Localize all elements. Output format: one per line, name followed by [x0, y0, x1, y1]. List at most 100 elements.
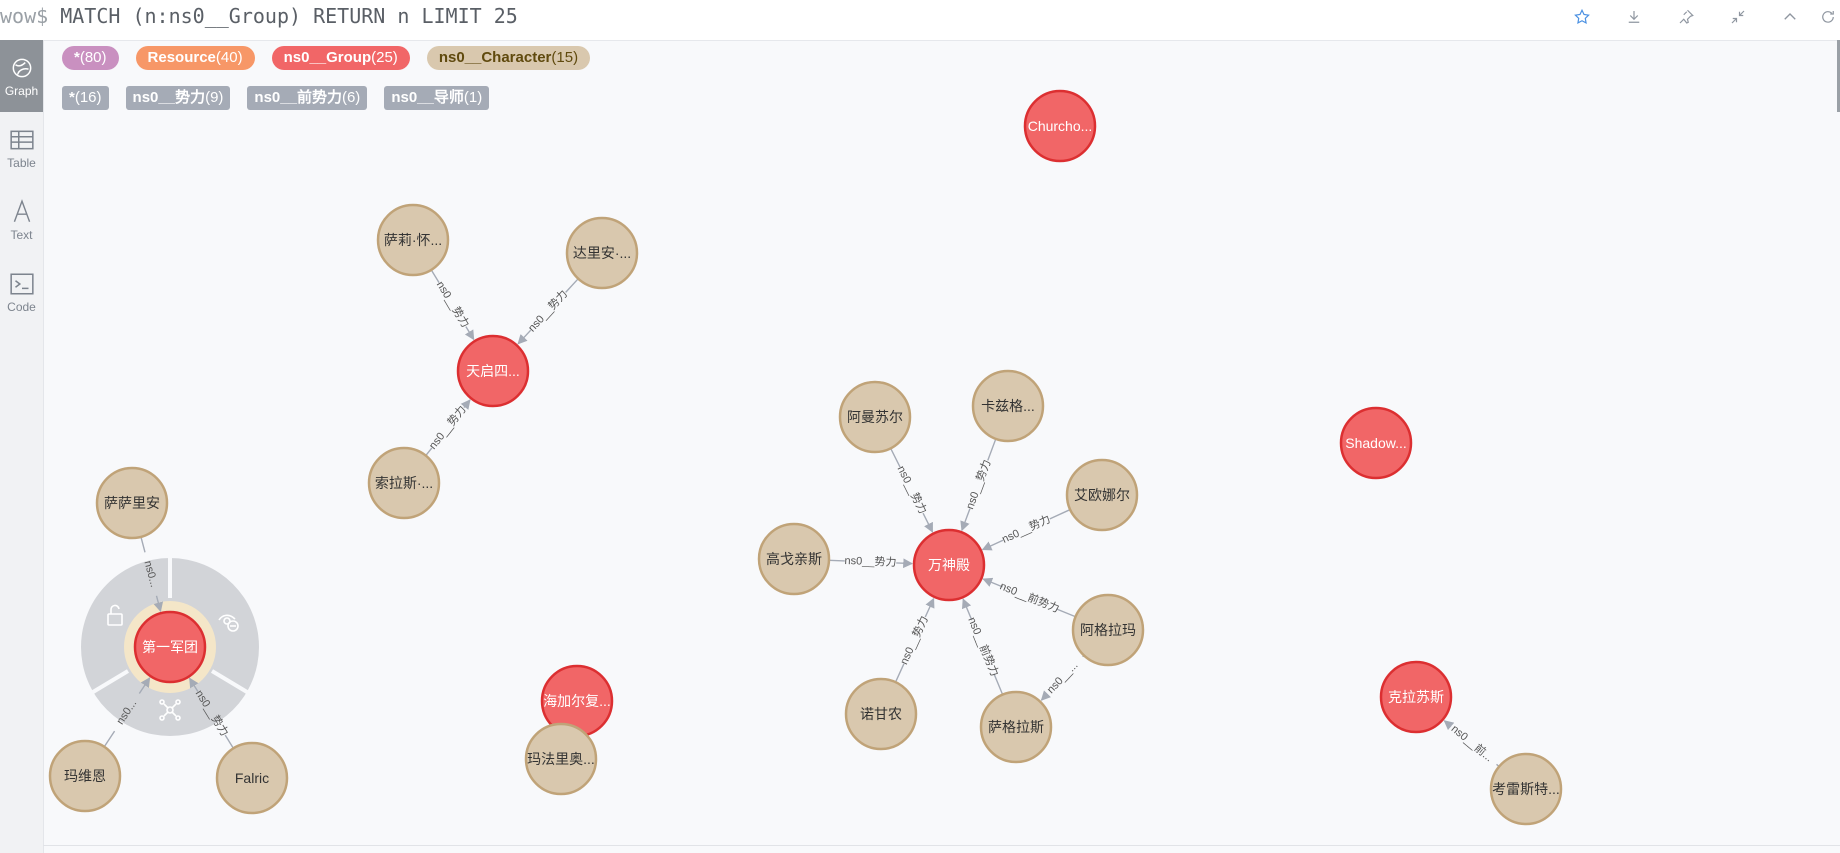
node-amansuer[interactable]: 阿曼苏尔: [838, 380, 912, 454]
node-mafaliao[interactable]: 玛法里奥...: [524, 722, 598, 796]
relationship-line: [828, 559, 845, 562]
relationship-0[interactable]: ns0__势力: [430, 269, 475, 341]
scrollbar[interactable]: [1837, 40, 1840, 112]
relationship-10[interactable]: ns0__...: [1040, 654, 1085, 701]
relationship-line: [1056, 608, 1076, 618]
legend-label-character[interactable]: ns0__Character(15): [426, 46, 591, 70]
relationship-14[interactable]: ns0__势力: [189, 677, 235, 749]
node-churcho[interactable]: Churcho...: [1023, 89, 1097, 163]
unlock-icon[interactable]: [107, 604, 123, 626]
minimize-button[interactable]: [1764, 0, 1816, 34]
expand-icon[interactable]: [159, 699, 181, 721]
node-aionaer[interactable]: 艾欧娜尔: [1065, 458, 1139, 532]
relationship-4[interactable]: ns0__势力: [960, 438, 997, 532]
relationship-5[interactable]: ns0__势力: [981, 508, 1071, 551]
text-view-tab[interactable]: Text: [0, 184, 43, 256]
character-node-circle: [524, 722, 598, 796]
query-text[interactable]: MATCH (n:ns0__Group) RETURN n LIMIT 25: [48, 4, 518, 28]
node-kaoleisite[interactable]: 考雷斯特...: [1489, 752, 1563, 826]
legend-label-group[interactable]: ns0__Group(25): [271, 46, 410, 70]
node-solas[interactable]: 索拉斯·...: [367, 446, 441, 520]
node-sally[interactable]: 萨莉·怀...: [376, 203, 450, 277]
legend-rel-all[interactable]: *(16): [62, 86, 109, 110]
node-caption: 海加尔复...: [543, 693, 611, 709]
node-caption: 艾欧娜尔: [1074, 487, 1130, 503]
group-node-circle: [133, 610, 207, 684]
node-wanshendian[interactable]: 万神殿: [912, 528, 986, 602]
node-sasalian[interactable]: 萨萨里安: [95, 466, 169, 540]
node-caption: 万神殿: [928, 557, 970, 573]
relationship-label: ns0__势力: [963, 458, 993, 511]
relationship-label: ns0__势力: [895, 464, 930, 516]
relationship-legend: *(16) ns0__势力(9) ns0__前势力(6) ns0__导师(1): [62, 86, 506, 110]
relationship-12[interactable]: ns0...: [140, 536, 164, 613]
query-editor[interactable]: wow$ MATCH (n:ns0__Group) RETURN n LIMIT…: [0, 4, 518, 28]
legend-rel-faction[interactable]: ns0__势力(9): [125, 86, 231, 110]
chevron-up-icon: [1784, 13, 1796, 20]
node-kazige[interactable]: 卡兹格...: [971, 369, 1045, 443]
table-view-tab[interactable]: Table: [0, 112, 43, 184]
node-maweien[interactable]: 玛维恩: [48, 739, 122, 813]
legend-label-resource[interactable]: Resource(40): [135, 46, 255, 70]
relationship-label: ns0__...: [1045, 659, 1081, 696]
relationship-arrow: [189, 677, 199, 692]
relationship-line: [103, 730, 116, 748]
favorite-button[interactable]: [1556, 0, 1608, 34]
relationship-line: [1082, 654, 1085, 658]
hide-icon[interactable]: [218, 614, 239, 632]
pin-button[interactable]: [1660, 0, 1712, 34]
node-sagelasi[interactable]: 萨格拉斯: [979, 690, 1053, 764]
group-node-circle: [540, 664, 614, 738]
legend-label-all[interactable]: *(80): [62, 46, 119, 70]
node-caption: 萨格拉斯: [988, 719, 1044, 735]
query-bar[interactable]: wow$ MATCH (n:ns0__Group) RETURN n LIMIT…: [0, 0, 1840, 41]
rerun-button[interactable]: [1816, 0, 1840, 34]
query-prompt: wow$: [0, 4, 49, 28]
table-icon: [9, 130, 34, 149]
relationship-9[interactable]: ns0__前势力: [961, 598, 1004, 695]
relationship-1[interactable]: ns0__势力: [517, 278, 579, 345]
export-button[interactable]: [1608, 0, 1660, 34]
node-context-menu[interactable]: [81, 558, 259, 736]
node-gaogeqinsi[interactable]: 高戈亲斯: [757, 522, 831, 596]
node-tianqi[interactable]: 天启四...: [456, 334, 530, 408]
relationship-3[interactable]: ns0__势力: [890, 447, 934, 533]
selection-halo: [124, 601, 216, 693]
node-haijiaer[interactable]: 海加尔复...: [540, 664, 614, 738]
relationship-line: [993, 673, 1004, 695]
node-shadow[interactable]: Shadow...: [1339, 406, 1413, 480]
group-node-circle: [912, 528, 986, 602]
node-kelasusi[interactable]: 克拉苏斯: [1379, 660, 1453, 734]
relationship-13[interactable]: ns0...: [103, 677, 151, 748]
character-node-circle: [1065, 458, 1139, 532]
code-view-tab[interactable]: Code: [0, 256, 43, 328]
relationship-line: [430, 269, 440, 284]
collapse-button[interactable]: [1712, 0, 1764, 34]
legend-rel-mentor[interactable]: ns0__导师(1): [384, 86, 490, 110]
relationship-8[interactable]: ns0__势力: [894, 597, 935, 683]
node-darian[interactable]: 达里安·...: [565, 216, 639, 290]
relationship-2[interactable]: ns0__势力: [425, 399, 471, 457]
graph-view-tab[interactable]: Graph: [0, 40, 43, 112]
relationship-arrow: [922, 512, 934, 533]
node-caption: 达里安·...: [573, 245, 631, 261]
node-agelama[interactable]: 阿格拉玛: [1071, 593, 1145, 667]
character-node-circle: [367, 446, 441, 520]
node-nuoganong[interactable]: 诺甘农: [844, 677, 918, 751]
relationship-6[interactable]: ns0__势力: [828, 554, 914, 569]
legend-rel-former-faction[interactable]: ns0__前势力(6): [247, 86, 368, 110]
relationship-arrow: [464, 326, 475, 341]
relationship-7[interactable]: ns0__前势力: [982, 577, 1076, 618]
node-caption: 克拉苏斯: [1388, 689, 1444, 705]
group-node-circle: [456, 334, 530, 408]
node-diyijuntuan[interactable]: 第一军团: [133, 610, 207, 684]
node-falric[interactable]: Falric: [215, 741, 289, 815]
relationship-11[interactable]: ns0__前...: [1443, 720, 1500, 768]
character-node-circle: [757, 522, 831, 596]
relationship-label: ns0__前势力: [998, 579, 1062, 616]
context-menu-dividers: [91, 558, 249, 694]
relationship-line: [1049, 508, 1071, 520]
node-caption: 第一军团: [142, 639, 198, 655]
